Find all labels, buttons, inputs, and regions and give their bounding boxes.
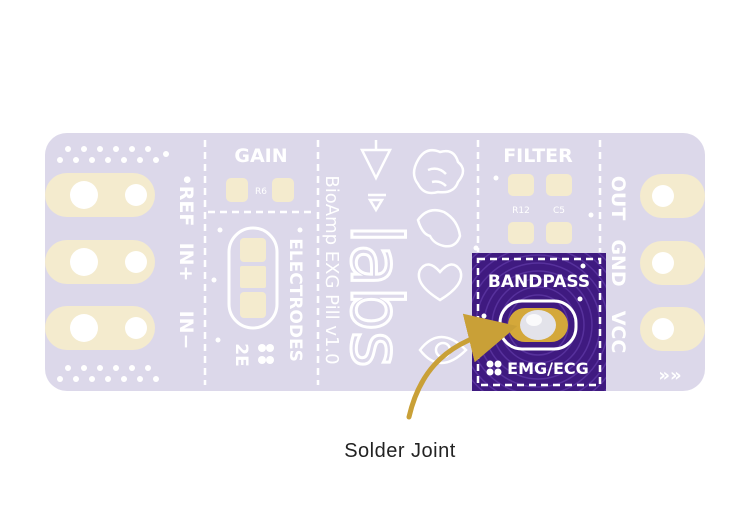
right-pads <box>640 174 705 351</box>
via-dots <box>57 146 594 382</box>
c5-label: C5 <box>553 206 565 216</box>
brain-icon <box>412 149 465 195</box>
filter-label: FILTER <box>503 145 573 167</box>
left-pads <box>45 173 155 350</box>
opamp-icon <box>359 140 393 213</box>
bandpass-highlight: BANDPASS EMG/ECG <box>472 253 606 391</box>
r6-label: R6 <box>255 187 267 197</box>
bandpass-label: BANDPASS <box>488 272 590 292</box>
solder-joint-caption: Solder Joint <box>344 440 456 462</box>
electrode-jumper <box>227 226 279 330</box>
electrodes-label: ELECTRODES <box>285 238 305 362</box>
emg-marker <box>486 360 502 376</box>
dashed-dividers <box>203 140 602 385</box>
labs-logo-text: labs <box>335 224 417 367</box>
r6-resistor: R6 <box>226 178 294 202</box>
pin-ref-label: •REF <box>175 174 197 227</box>
heart-icon <box>417 263 463 302</box>
emg-ecg-label: EMG/ECG <box>507 359 589 378</box>
pin-in-plus-label: IN+ <box>175 243 197 282</box>
chevrons: »» <box>658 365 681 386</box>
r12-label: R12 <box>512 206 530 216</box>
pin-gnd-label: GND <box>607 239 629 286</box>
pin-in-minus-label: IN− <box>175 311 197 350</box>
filter-components: R12 C5 <box>508 174 572 244</box>
arm-icon <box>416 209 462 248</box>
callout-arrow <box>406 313 518 420</box>
board-title: BioAmp EXG Pill v1.0 <box>321 175 342 364</box>
two-e-marker <box>258 344 274 364</box>
pin-vcc-label: VCC <box>607 311 629 354</box>
two-e-label: 2E <box>231 343 251 366</box>
pin-out-label: OUT <box>607 176 629 221</box>
gain-label: GAIN <box>234 145 287 167</box>
